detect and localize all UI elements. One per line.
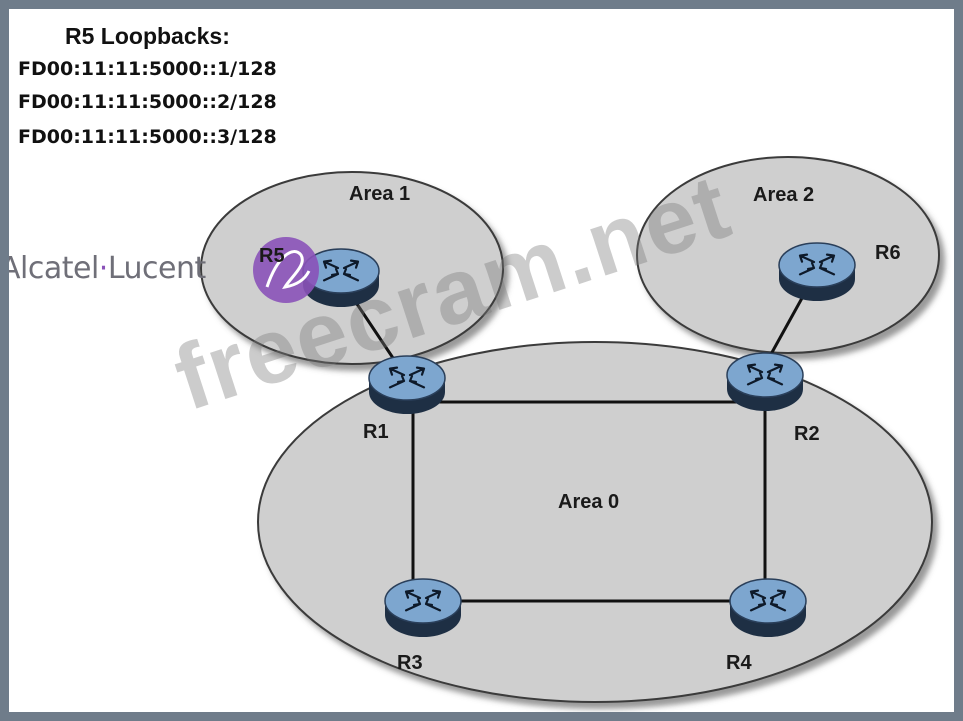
router-r2-icon bbox=[726, 352, 804, 411]
router-label-r4: R4 bbox=[726, 652, 752, 674]
router-label-r5: R5 bbox=[259, 245, 285, 267]
loopback-address-1: FD00:11:11:5000::1/128 bbox=[18, 58, 277, 80]
brand-dot: · bbox=[98, 251, 109, 286]
diagram-frame: R5 Loopbacks: FD00:11:11:5000::1/128 FD0… bbox=[9, 9, 954, 712]
brand-text-left: Alcatel bbox=[9, 251, 99, 286]
loopbacks-title: R5 Loopbacks: bbox=[65, 23, 230, 49]
router-r6-icon bbox=[778, 242, 856, 301]
router-r1-icon bbox=[368, 355, 446, 414]
router-r3-icon bbox=[384, 578, 462, 637]
router-label-r3: R3 bbox=[397, 652, 423, 674]
area2-label: Area 2 bbox=[753, 184, 815, 206]
area0-label: Area 0 bbox=[558, 491, 620, 513]
brand-text-right: Lucent bbox=[107, 251, 206, 286]
router-label-r2: R2 bbox=[794, 423, 820, 445]
router-label-r1: R1 bbox=[363, 421, 389, 443]
area1-label: Area 1 bbox=[349, 183, 411, 205]
brand-logo-icon bbox=[253, 237, 319, 303]
network-diagram bbox=[200, 156, 940, 703]
router-r4-icon bbox=[729, 578, 807, 637]
router-label-r6: R6 bbox=[875, 242, 901, 264]
loopback-address-2: FD00:11:11:5000::2/128 bbox=[18, 91, 277, 113]
loopback-address-3: FD00:11:11:5000::3/128 bbox=[18, 126, 277, 148]
brand-text: Alcatel·Lucent bbox=[9, 251, 206, 286]
router-r5-icon bbox=[302, 248, 380, 307]
area0-region bbox=[257, 341, 933, 703]
